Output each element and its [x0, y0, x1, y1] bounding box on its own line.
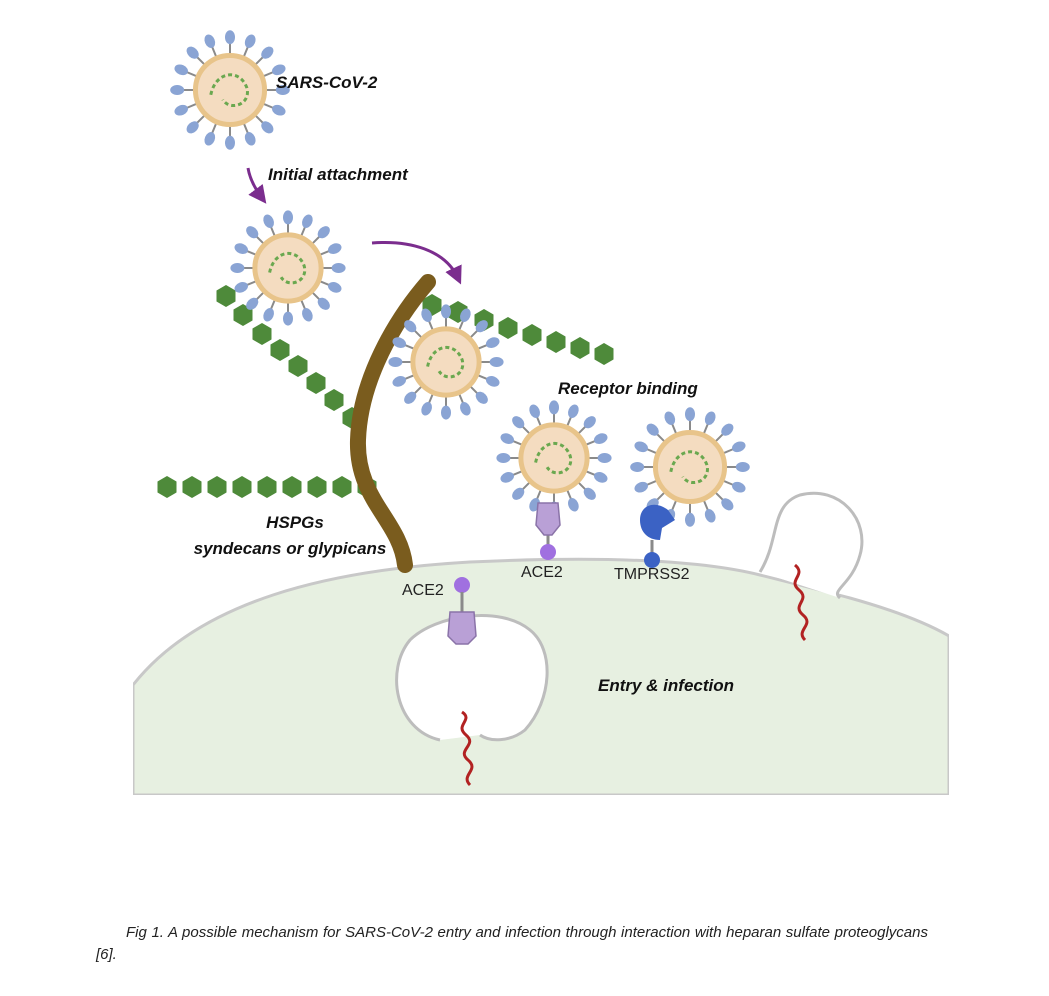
- membrane-invagination: [758, 491, 864, 600]
- glycan-unit: [570, 337, 590, 359]
- endosome-pocket: [395, 614, 549, 742]
- glycan-unit: [594, 343, 614, 365]
- tmprss2-label: TMPRSS2: [614, 566, 690, 583]
- virus-label: SARS-CoV-2: [276, 73, 378, 92]
- glycan-unit: [257, 476, 277, 498]
- hspgs-label: HSPGs: [266, 513, 324, 532]
- glycan-unit: [332, 476, 352, 498]
- glycan-unit: [546, 331, 566, 353]
- glycan-unit: [157, 476, 177, 498]
- attachment-label: Initial attachment: [268, 165, 408, 184]
- glycan-unit: [216, 285, 236, 307]
- virus-particle: [630, 407, 750, 527]
- ace2-label-left: ACE2: [402, 582, 444, 599]
- viral-rna-left: [460, 710, 474, 787]
- viral-rna-right: [793, 563, 809, 642]
- glycan-unit: [522, 324, 542, 346]
- attachment-arrow: [246, 167, 267, 204]
- glycan-unit: [233, 304, 253, 326]
- virus-particle: [496, 400, 612, 516]
- receptor-binding-label: Receptor binding: [558, 379, 698, 398]
- glycan-unit: [252, 323, 272, 345]
- glycan-unit: [282, 476, 302, 498]
- hspgs-sublabel: syndecans or glypicans: [193, 539, 387, 558]
- glycan-unit: [232, 476, 252, 498]
- tmprss2-protease: [640, 504, 675, 568]
- virus-particle: [388, 304, 504, 420]
- virus-particles: [170, 30, 750, 527]
- glycan-unit: [307, 476, 327, 498]
- glycan-unit: [207, 476, 227, 498]
- glycan-unit: [306, 372, 326, 394]
- ace2-receptor-left: [447, 577, 477, 645]
- sars-cov-2-entry-diagram: [133, 30, 949, 795]
- glycan-unit: [498, 317, 518, 339]
- virus-particle: [170, 30, 290, 150]
- glycan-unit: [182, 476, 202, 498]
- virus-particle: [230, 210, 346, 326]
- glycan-unit: [324, 389, 344, 411]
- ace2-label-mid: ACE2: [521, 564, 563, 581]
- figure-caption: Fig 1. A possible mechanism for SARS-CoV…: [96, 924, 928, 963]
- ace2-receptor-mid: [535, 502, 561, 560]
- binding-arrow: [371, 241, 462, 285]
- entry-label: Entry & infection: [598, 676, 735, 695]
- glycan-unit: [288, 355, 308, 377]
- glycan-unit: [270, 339, 290, 361]
- hspg-core-protein: [349, 274, 436, 573]
